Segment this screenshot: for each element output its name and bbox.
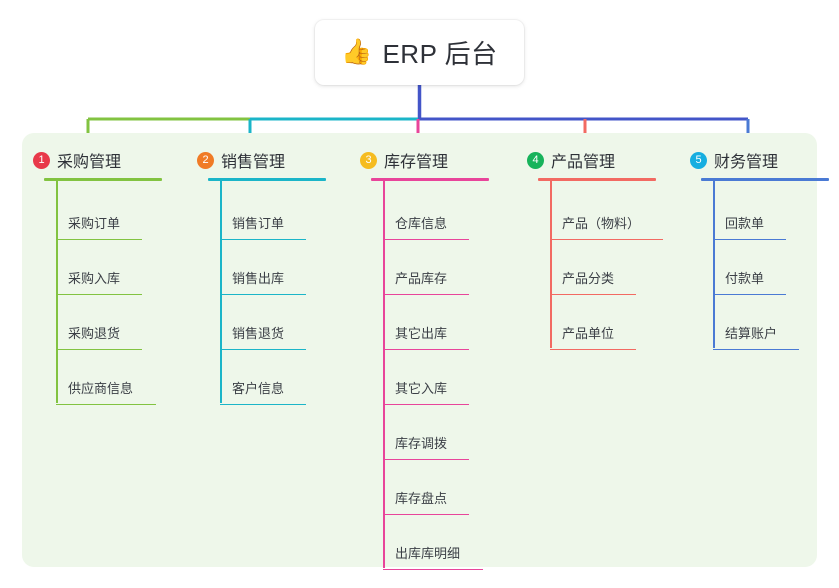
module-header-1[interactable]: 1 采购管理 — [33, 147, 121, 173]
module-rule-3 — [371, 178, 489, 181]
module-item-rule — [713, 293, 786, 295]
module-item-label: 产品单位 — [562, 326, 615, 341]
module-rule-2 — [208, 178, 326, 181]
module-item-rule — [383, 403, 469, 405]
module-item-label: 库存盘点 — [395, 491, 448, 506]
module-item-rule — [383, 348, 469, 350]
module-item-label: 出库库明细 — [395, 546, 461, 561]
module-spine-5 — [713, 178, 715, 348]
module-rule-4 — [538, 178, 656, 181]
module-header-2[interactable]: 2 销售管理 — [197, 147, 285, 173]
module-item[interactable]: 产品（物料） — [550, 185, 663, 240]
module-badge-1: 1 — [33, 151, 50, 169]
module-item-label: 结算账户 — [725, 326, 778, 341]
module-item[interactable]: 客户信息 — [220, 350, 306, 405]
module-item-label: 其它入库 — [395, 381, 448, 396]
module-title-4: 产品管理 — [551, 154, 616, 171]
module-title-1: 采购管理 — [57, 154, 122, 171]
module-item-label: 仓库信息 — [395, 216, 448, 231]
module-item-rule — [383, 568, 483, 570]
module-item-label: 采购退货 — [68, 326, 121, 341]
module-item-rule — [220, 348, 306, 350]
module-item-rule — [383, 513, 469, 515]
module-item-rule — [220, 238, 306, 240]
module-header-4[interactable]: 4 产品管理 — [527, 147, 615, 173]
module-spine-4 — [550, 178, 552, 348]
module-item-rule — [220, 293, 306, 295]
module-item-rule — [56, 238, 142, 240]
module-item-label: 产品库存 — [395, 271, 448, 286]
module-item-rule — [550, 293, 636, 295]
module-item-rule — [383, 458, 469, 460]
module-item-rule — [383, 293, 469, 295]
module-item-label: 采购订单 — [68, 216, 121, 231]
module-item-label: 付款单 — [725, 271, 765, 286]
module-badge-5: 5 — [690, 151, 707, 169]
module-item[interactable]: 销售订单 — [220, 185, 306, 240]
module-item[interactable]: 产品单位 — [550, 295, 636, 350]
module-item[interactable]: 采购退货 — [56, 295, 142, 350]
module-item-rule — [56, 348, 142, 350]
module-item-rule — [713, 348, 799, 350]
module-item[interactable]: 结算账户 — [713, 295, 799, 350]
module-item-rule — [220, 403, 306, 405]
module-title-5: 财务管理 — [714, 154, 779, 171]
module-item-rule — [56, 293, 142, 295]
module-item[interactable]: 供应商信息 — [56, 350, 156, 405]
module-item-label: 产品（物料） — [562, 216, 641, 231]
page-title: ERP 后台 — [382, 39, 498, 69]
module-title-2: 销售管理 — [221, 154, 286, 171]
module-spine-2 — [220, 178, 222, 403]
module-item-label: 回款单 — [725, 216, 765, 231]
module-badge-2: 2 — [197, 151, 214, 169]
module-item[interactable]: 销售出库 — [220, 240, 306, 295]
module-badge-4: 4 — [527, 151, 544, 169]
module-item-label: 采购入库 — [68, 271, 121, 286]
module-item[interactable]: 库存盘点 — [383, 460, 469, 515]
module-item-label: 销售订单 — [232, 216, 285, 231]
module-item-label: 销售退货 — [232, 326, 285, 341]
module-item-label: 客户信息 — [232, 381, 285, 396]
module-item[interactable]: 仓库信息 — [383, 185, 469, 240]
module-spine-3 — [383, 178, 385, 568]
module-header-3[interactable]: 3 库存管理 — [360, 147, 448, 173]
thumbs-up-icon: 👍 — [341, 38, 373, 66]
module-item[interactable]: 出库库明细 — [383, 515, 483, 570]
module-item-label: 库存调拨 — [395, 436, 448, 451]
module-item-rule — [713, 238, 786, 240]
module-item[interactable]: 付款单 — [713, 240, 786, 295]
module-item-rule — [383, 238, 469, 240]
module-item[interactable]: 产品库存 — [383, 240, 469, 295]
module-title-3: 库存管理 — [384, 154, 449, 171]
module-item[interactable]: 其它出库 — [383, 295, 469, 350]
module-columns: 1 采购管理采购订单采购入库采购退货供应商信息 2 销售管理销售订单销售出库销售退货客… — [22, 133, 829, 570]
module-item[interactable]: 销售退货 — [220, 295, 306, 350]
modules-panel: 1 采购管理采购订单采购入库采购退货供应商信息 2 销售管理销售订单销售出库销售退货客… — [22, 133, 829, 570]
module-item[interactable]: 采购订单 — [56, 185, 142, 240]
module-badge-3: 3 — [360, 151, 377, 169]
module-rule-5 — [701, 178, 829, 181]
module-item-rule — [56, 403, 156, 405]
root-title-card[interactable]: 👍 ERP 后台 — [315, 20, 524, 85]
module-item[interactable]: 采购入库 — [56, 240, 142, 295]
module-item[interactable]: 产品分类 — [550, 240, 636, 295]
module-item-rule — [550, 238, 663, 240]
module-item-label: 产品分类 — [562, 271, 615, 286]
module-rule-1 — [44, 178, 162, 181]
module-item-rule — [550, 348, 636, 350]
module-item-label: 销售出库 — [232, 271, 285, 286]
module-item-label: 供应商信息 — [68, 381, 134, 396]
module-item[interactable]: 库存调拨 — [383, 405, 469, 460]
module-item[interactable]: 其它入库 — [383, 350, 469, 405]
module-item[interactable]: 回款单 — [713, 185, 786, 240]
module-spine-1 — [56, 178, 58, 403]
module-header-5[interactable]: 5 财务管理 — [690, 147, 778, 173]
module-item-label: 其它出库 — [395, 326, 448, 341]
